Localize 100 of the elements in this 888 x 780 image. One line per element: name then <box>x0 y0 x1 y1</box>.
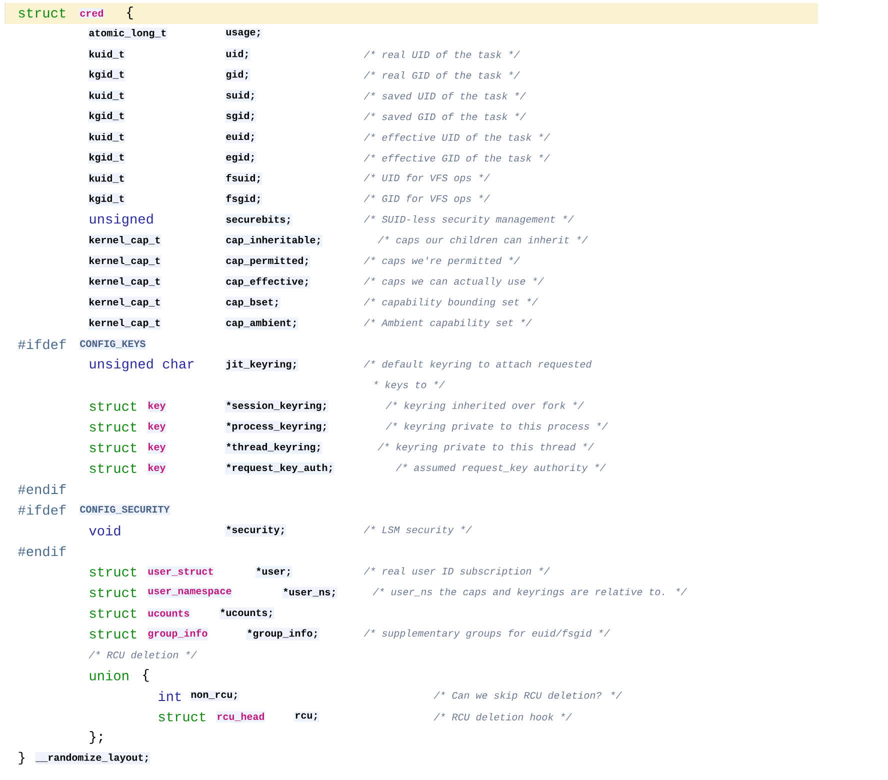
type-name: kernel_cap_t <box>88 234 162 247</box>
type-name: kuid_t <box>88 48 126 60</box>
type-keyword: void <box>89 526 120 536</box>
field-name: cap_permitted; <box>225 255 310 268</box>
code-comment: /* LSM security */ <box>364 526 472 536</box>
punctuation: }; <box>90 731 102 744</box>
code-comment: /* saved UID of the task */ <box>364 92 526 100</box>
type-name: kuid_t <box>88 172 126 184</box>
field-name: suid; <box>225 90 256 102</box>
code-comment: /* real GID of the task */ <box>364 71 520 79</box>
struct-name: user_namespace <box>147 587 232 598</box>
code-comment: /* UID for VFS ops */ <box>364 174 490 184</box>
field-name: cap_inheritable; <box>225 234 322 247</box>
field-name: *user_ns; <box>282 586 338 599</box>
field-name: cap_ambient; <box>225 317 298 330</box>
code-comment: /* effective UID of the task */ <box>364 134 550 141</box>
code-comment: /* supplementary groups for euid/fsgid */ <box>364 629 610 639</box>
field-name: __randomize_layout; <box>35 752 150 764</box>
keyword: union <box>90 670 128 680</box>
code-comment: /* default keyring to attach requested <box>364 360 592 370</box>
code-comment: /* caps we're permitted */ <box>364 256 520 266</box>
field-name: non_rcu; <box>190 691 240 702</box>
field-name: usage; <box>225 28 262 39</box>
struct-name: group_info <box>147 628 208 640</box>
keyword: struct <box>158 712 206 722</box>
preprocessor-directive: #endif <box>18 484 66 494</box>
field-name: gid; <box>225 68 250 82</box>
macro-name: CONFIG_SECURITY <box>79 504 170 516</box>
struct-name: key <box>147 462 166 475</box>
struct-name: user_struct <box>147 566 214 578</box>
code-comment: /* keyring private to this thread */ <box>378 443 594 452</box>
type-name: kernel_cap_t <box>88 255 162 268</box>
macro-name: CONFIG_KEYS <box>79 338 146 350</box>
field-name: *process_keyring; <box>225 420 328 434</box>
field-name: euid; <box>225 131 256 144</box>
type-name: kgid_t <box>88 152 126 164</box>
type-name: kernel_cap_t <box>88 296 162 309</box>
field-name: uid; <box>225 48 250 60</box>
struct-name: key <box>147 420 166 434</box>
punctuation: { <box>127 6 133 20</box>
field-name: *ucounts; <box>219 607 274 620</box>
code-comment: /* real UID of the task */ <box>364 50 520 58</box>
keyword: struct <box>90 608 136 618</box>
preprocessor-directive: #endif <box>18 546 66 556</box>
code-comment: * keys to */ <box>374 380 446 390</box>
field-name: *security; <box>225 524 286 537</box>
field-name: cap_bset; <box>225 296 280 309</box>
field-name: securebits; <box>225 214 292 226</box>
code-comment: /* SUID-less security management */ <box>364 215 574 225</box>
code-comment: /* real user ID subscription */ <box>364 567 550 577</box>
code-comment: /* Ambient capability set */ <box>364 318 532 328</box>
keyword: struct <box>90 567 136 576</box>
code-comment: /* RCU deletion */ <box>88 651 198 658</box>
punctuation: } <box>18 752 24 765</box>
preprocessor-directive: #ifdef <box>18 504 66 515</box>
punctuation: { <box>143 669 149 682</box>
type-keyword: unsigned char <box>90 358 194 372</box>
struct-name: ucounts <box>147 608 190 618</box>
code-comment: /* RCU deletion hook */ <box>434 713 572 720</box>
field-name: *request_key_auth; <box>225 462 334 475</box>
keyword: struct <box>90 588 136 598</box>
field-name: egid; <box>225 152 256 164</box>
code-comment: /* effective GID of the task */ <box>364 154 550 162</box>
type-name: kgid_t <box>88 193 126 206</box>
type-name: kgid_t <box>88 68 126 82</box>
struct-name: key <box>147 400 166 412</box>
type-name: kgid_t <box>88 110 126 123</box>
field-name: *user; <box>255 566 292 578</box>
keyword: struct <box>90 464 136 473</box>
code-comment: /* capability bounding set */ <box>364 298 538 308</box>
struct-name: cred <box>79 8 104 18</box>
code-comment: /* saved GID of the task */ <box>364 112 526 120</box>
keyword: struct <box>90 629 136 639</box>
field-name: jit_keyring; <box>225 358 298 372</box>
type-keyword: unsigned <box>90 214 153 226</box>
type-name: kernel_cap_t <box>88 276 162 288</box>
code-comment: /* caps our children can inherit */ <box>378 236 588 246</box>
field-name: rcu; <box>294 712 320 722</box>
code-comment: /* user_ns the caps and keyrings are relative to. */ <box>372 588 688 598</box>
keyword: struct <box>90 422 136 432</box>
code-comment: /* keyring private to this process */ <box>386 422 608 432</box>
field-name: *session_keyring; <box>225 400 328 412</box>
type-name: kuid_t <box>88 132 126 143</box>
type-name: kernel_cap_t <box>88 317 162 330</box>
field-name: sgid; <box>225 110 256 123</box>
keyword: struct <box>90 402 136 411</box>
code-comment: /* assumed request_key authority */ <box>396 464 606 474</box>
code-comment: /* Can we skip RCU deletion? */ <box>434 691 622 701</box>
type-name: atomic_long_t <box>88 28 168 40</box>
field-name: *thread_keyring; <box>225 442 322 454</box>
keyword: struct <box>18 8 66 18</box>
code-comment: /* GID for VFS ops */ <box>364 194 490 204</box>
type-keyword: int <box>158 691 181 702</box>
code-comment: /* caps we can actually use */ <box>364 277 544 287</box>
field-name: fsuid; <box>225 172 262 185</box>
type-name: kuid_t <box>88 90 126 102</box>
field-name: *group_info; <box>246 628 320 640</box>
preprocessor-directive: #ifdef <box>18 339 66 350</box>
keyword: struct <box>90 443 136 452</box>
struct-name: rcu_head <box>216 711 266 722</box>
